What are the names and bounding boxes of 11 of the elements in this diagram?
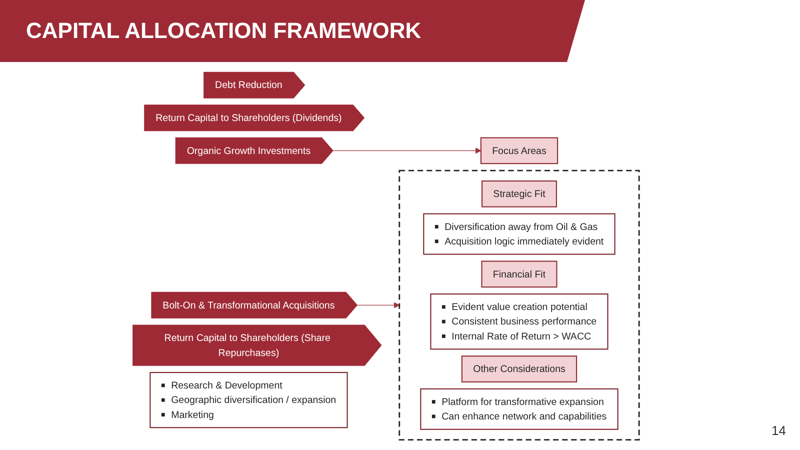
node-box: Strategic Fit <box>482 180 557 208</box>
node-box: Financial Fit <box>481 260 558 288</box>
cluster <box>398 170 640 441</box>
title: CAPITAL ALLOCATION FRAMEWORK <box>26 18 422 44</box>
node-box: Focus Areas <box>480 137 558 164</box>
page-number: 14 <box>772 423 786 438</box>
node-box: Research & Development Geographic diversification / expansion Marketing <box>150 372 348 428</box>
node-box: Diversification away from Oil & Gas Acquisition logic immediately evident <box>423 213 616 255</box>
node-box: Other Considerations <box>461 356 578 382</box>
node-box: Platform for transformative expansion Can enhance network and capabilities <box>420 388 618 430</box>
node-box: Evident value creation potential Consistent business performance Internal Rate of Return > WACC <box>430 294 608 350</box>
